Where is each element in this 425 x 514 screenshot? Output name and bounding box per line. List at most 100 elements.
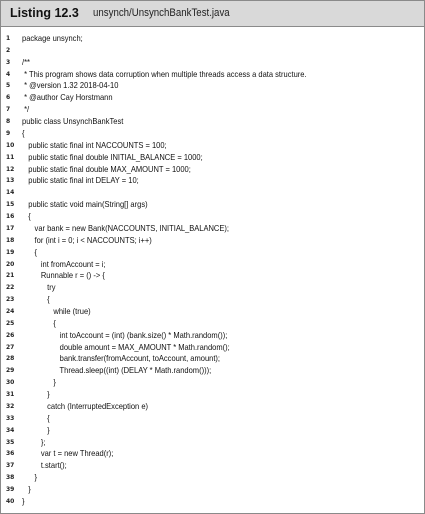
code-line: 24 while (true)	[1, 306, 424, 317]
code-text: }	[22, 390, 50, 400]
code-text: try	[22, 283, 56, 293]
code-text: {	[22, 413, 50, 423]
code-text: package unsynch;	[22, 34, 83, 43]
listing-header: Listing 12.3 unsynch/UnsynchBankTest.jav…	[1, 1, 424, 27]
code-line: 25 {	[1, 318, 424, 329]
code-line: 3 /**	[1, 57, 424, 68]
line-number: 8	[6, 118, 11, 126]
line-number: 11	[6, 153, 15, 161]
line-number: 38	[6, 474, 15, 482]
code-line: 12 public static final double MAX_AMOUNT…	[1, 164, 424, 175]
line-number: 13	[6, 177, 15, 185]
line-number: 12	[6, 165, 15, 173]
code-text: };	[22, 437, 46, 447]
code-line: 4 * This program shows data corruption w…	[1, 69, 424, 80]
code-text: * @author Cay Horstmann	[22, 93, 113, 103]
line-number: 16	[6, 213, 15, 221]
code-text: {	[22, 128, 25, 138]
code-line: 29 Thread.sleep((int) (DELAY * Math.rand…	[1, 365, 424, 376]
code-text: public static final int NACCOUNTS = 100;	[22, 140, 167, 150]
line-number: 20	[6, 260, 15, 268]
line-number: 31	[6, 391, 15, 399]
code-text: for (int i = 0; i < NACCOUNTS; i++)	[22, 235, 152, 245]
line-number: 36	[6, 450, 15, 458]
code-text: {	[22, 212, 31, 222]
code-text: }	[22, 496, 25, 506]
listing-filename: unsynch/UnsynchBankTest.java	[93, 7, 230, 19]
code-line: 32 catch (InterruptedException e)	[1, 401, 424, 412]
code-line: 9{	[1, 128, 424, 139]
line-number: 39	[6, 486, 15, 494]
code-text: t.start();	[22, 461, 67, 471]
code-text: var t = new Thread(r);	[22, 449, 114, 459]
line-number: 19	[6, 248, 15, 256]
line-number: 14	[6, 189, 15, 197]
code-line: 1 package unsynch;	[1, 33, 424, 44]
line-number: 21	[6, 272, 15, 280]
code-line: 35 };	[1, 437, 424, 448]
code-text: Thread.sleep((int) (DELAY * Math.random(…	[22, 366, 212, 376]
line-number: 35	[6, 438, 15, 446]
code-text: /**	[22, 57, 30, 67]
code-text: }	[22, 485, 31, 495]
code-text: {	[22, 295, 50, 305]
code-line: 17 var bank = new Bank(NACCOUNTS, INITIA…	[1, 223, 424, 234]
code-line: 19 {	[1, 247, 424, 258]
code-text: {	[22, 318, 56, 328]
line-number: 10	[6, 141, 15, 149]
code-text: public static void main(String[] args)	[22, 200, 148, 210]
code-line: 7 */	[1, 104, 424, 115]
code-text: while (true)	[22, 307, 91, 316]
code-text: public static final double INITIAL_BALAN…	[22, 152, 203, 162]
line-number: 25	[6, 319, 15, 327]
code-line: 40}	[1, 496, 424, 507]
code-text: */	[22, 105, 30, 115]
code-line: 21 Runnable r = () -> {	[1, 270, 424, 281]
code-line: 22 try	[1, 282, 424, 293]
line-number: 17	[6, 224, 15, 232]
line-number: 34	[6, 426, 15, 434]
code-text: public class UnsynchBankTest	[22, 117, 124, 127]
code-text: Runnable r = () -> {	[22, 271, 105, 281]
code-text: public static final double MAX_AMOUNT = …	[22, 164, 191, 174]
code-line: 20 int fromAccount = i;	[1, 259, 424, 270]
code-line: 36 var t = new Thread(r);	[1, 448, 424, 459]
code-text: public static final int DELAY = 10;	[22, 176, 139, 186]
line-number: 18	[6, 236, 15, 244]
line-number: 29	[6, 367, 15, 375]
code-text: * @version 1.32 2018-04-10	[22, 81, 119, 91]
code-line: 8 public class UnsynchBankTest	[1, 116, 424, 127]
code-line: 6 * @author Cay Horstmann	[1, 92, 424, 103]
code-text: }	[22, 473, 38, 483]
code-line: 16 {	[1, 211, 424, 222]
code-line: 30 }	[1, 377, 424, 388]
line-number: 28	[6, 355, 15, 363]
line-number: 2	[6, 46, 11, 54]
line-number: 26	[6, 331, 15, 339]
code-line: 2	[1, 45, 424, 56]
code-line: 5 * @version 1.32 2018-04-10	[1, 80, 424, 91]
line-number: 9	[6, 129, 11, 137]
line-number: 3	[6, 58, 11, 66]
line-number: 22	[6, 284, 15, 292]
code-line: 27 double amount = MAX_AMOUNT * Math.ran…	[1, 342, 424, 353]
listing-label: Listing 12.3	[10, 6, 79, 20]
code-text: int fromAccount = i;	[22, 259, 106, 269]
line-number: 32	[6, 402, 15, 410]
code-text: }	[22, 378, 56, 388]
code-line: 39 }	[1, 484, 424, 495]
line-number: 27	[6, 343, 15, 351]
line-number: 5	[6, 82, 11, 90]
code-line: 14	[1, 187, 424, 198]
line-number: 15	[6, 201, 15, 209]
line-number: 4	[6, 70, 11, 78]
code-text: * This program shows data corruption whe…	[22, 69, 307, 79]
code-line: 18 for (int i = 0; i < NACCOUNTS; i++)	[1, 235, 424, 246]
line-number: 1	[6, 35, 11, 42]
code-line: 26 int toAccount = (int) (bank.size() * …	[1, 330, 424, 341]
line-number: 23	[6, 296, 15, 304]
code-line: 38 }	[1, 472, 424, 483]
code-line: 33 {	[1, 413, 424, 424]
code-text: {	[22, 247, 38, 257]
